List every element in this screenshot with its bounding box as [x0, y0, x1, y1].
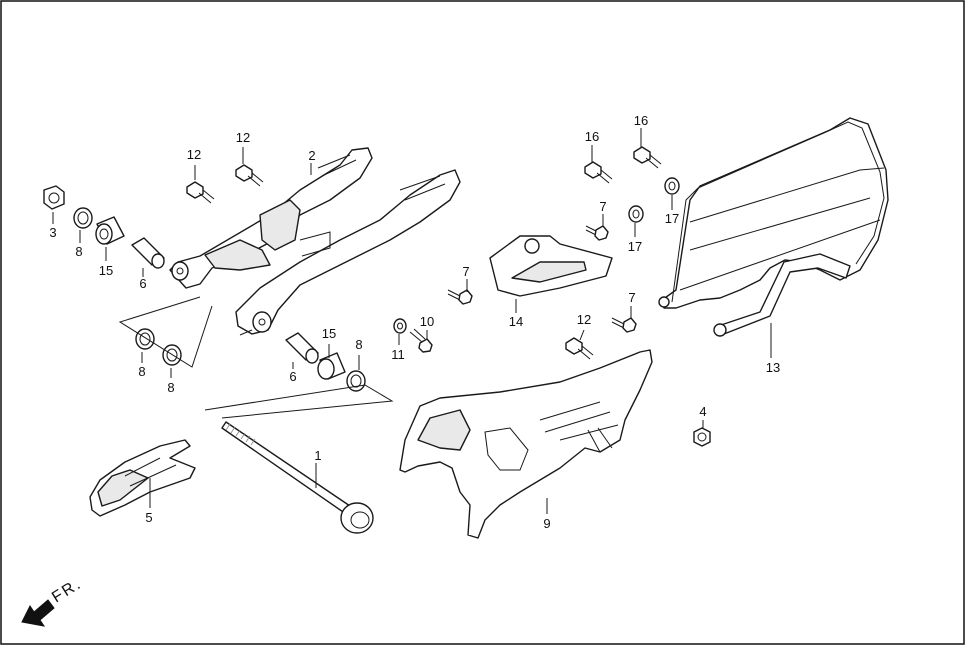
part-15-bearing-b [317, 352, 346, 380]
callout-16-a: 16 [585, 129, 599, 144]
part-16-bolt-b [633, 146, 662, 169]
callout-6-lower: 6 [289, 369, 296, 384]
callout-7-b: 7 [599, 199, 606, 214]
callout-8-a: 8 [75, 244, 82, 259]
part-2-swingarm [169, 147, 461, 336]
part-1-pivot-shaft [221, 421, 374, 534]
callout-1: 1 [314, 448, 321, 463]
callout-6-upper: 6 [139, 276, 146, 291]
leader-lines [52, 128, 772, 514]
callout-8-c: 8 [167, 380, 174, 395]
assembly-bracket-left [118, 296, 213, 368]
part-7-bolt-c [611, 317, 637, 333]
part-5-chain-slider [89, 439, 196, 517]
part-7-bolt-b [585, 225, 609, 241]
callout-8-b: 8 [138, 364, 145, 379]
callout-15-a: 15 [99, 263, 113, 278]
callout-2: 2 [308, 148, 315, 163]
part-16-bolt-a [584, 161, 613, 184]
callout-12-a: 12 [187, 147, 201, 162]
part-8-washer-d [346, 370, 366, 392]
part-13-frame-bar [658, 117, 889, 337]
callout-12-b: 12 [236, 130, 250, 145]
callout-15-b: 15 [322, 326, 336, 341]
front-arrow-icon [21, 599, 55, 627]
part-12-bolt-c [565, 337, 594, 360]
part-4-nut [693, 427, 711, 447]
callout-3: 3 [49, 225, 56, 240]
part-17-nut-a [628, 205, 644, 223]
front-direction-indicator: FR. [21, 575, 85, 627]
callout-17-b: 17 [665, 211, 679, 226]
part-8-washer-b [135, 328, 155, 350]
part-7-bolt-a [447, 289, 473, 305]
part-11-washer [393, 318, 407, 334]
callout-12-c: 12 [577, 312, 591, 327]
callout-9: 9 [543, 516, 550, 531]
callout-13: 13 [766, 360, 780, 375]
part-14-guard-plate [489, 235, 613, 297]
part-8-washer-a [73, 207, 93, 229]
part-12-bolt-b [235, 164, 264, 187]
callout-11: 11 [391, 347, 405, 362]
part-6-collar-a [131, 237, 165, 269]
callout-4: 4 [699, 404, 706, 419]
part-3-nut [43, 185, 65, 210]
callout-10: 10 [420, 314, 434, 329]
part-15-bearing-a [95, 216, 125, 245]
callout-5: 5 [145, 510, 152, 525]
callout-16-b: 16 [634, 113, 648, 128]
callout-8-d: 8 [355, 337, 362, 352]
callout-7-c: 7 [628, 290, 635, 305]
part-10-bolt [409, 328, 433, 353]
callout-14: 14 [509, 314, 523, 329]
callout-labels: 1 2 3 4 5 6 6 7 7 7 8 8 8 8 9 10 11 12 1… [49, 113, 780, 531]
assembly-bracket-center [204, 384, 394, 419]
callout-17-a: 17 [628, 239, 642, 254]
part-6-collar-b [285, 332, 319, 364]
callout-7-a: 7 [462, 264, 469, 279]
front-direction-label: FR. [49, 575, 85, 606]
part-17-nut-b [664, 177, 680, 195]
part-9-chain-case [399, 349, 653, 539]
part-12-bolt-a [186, 181, 215, 204]
